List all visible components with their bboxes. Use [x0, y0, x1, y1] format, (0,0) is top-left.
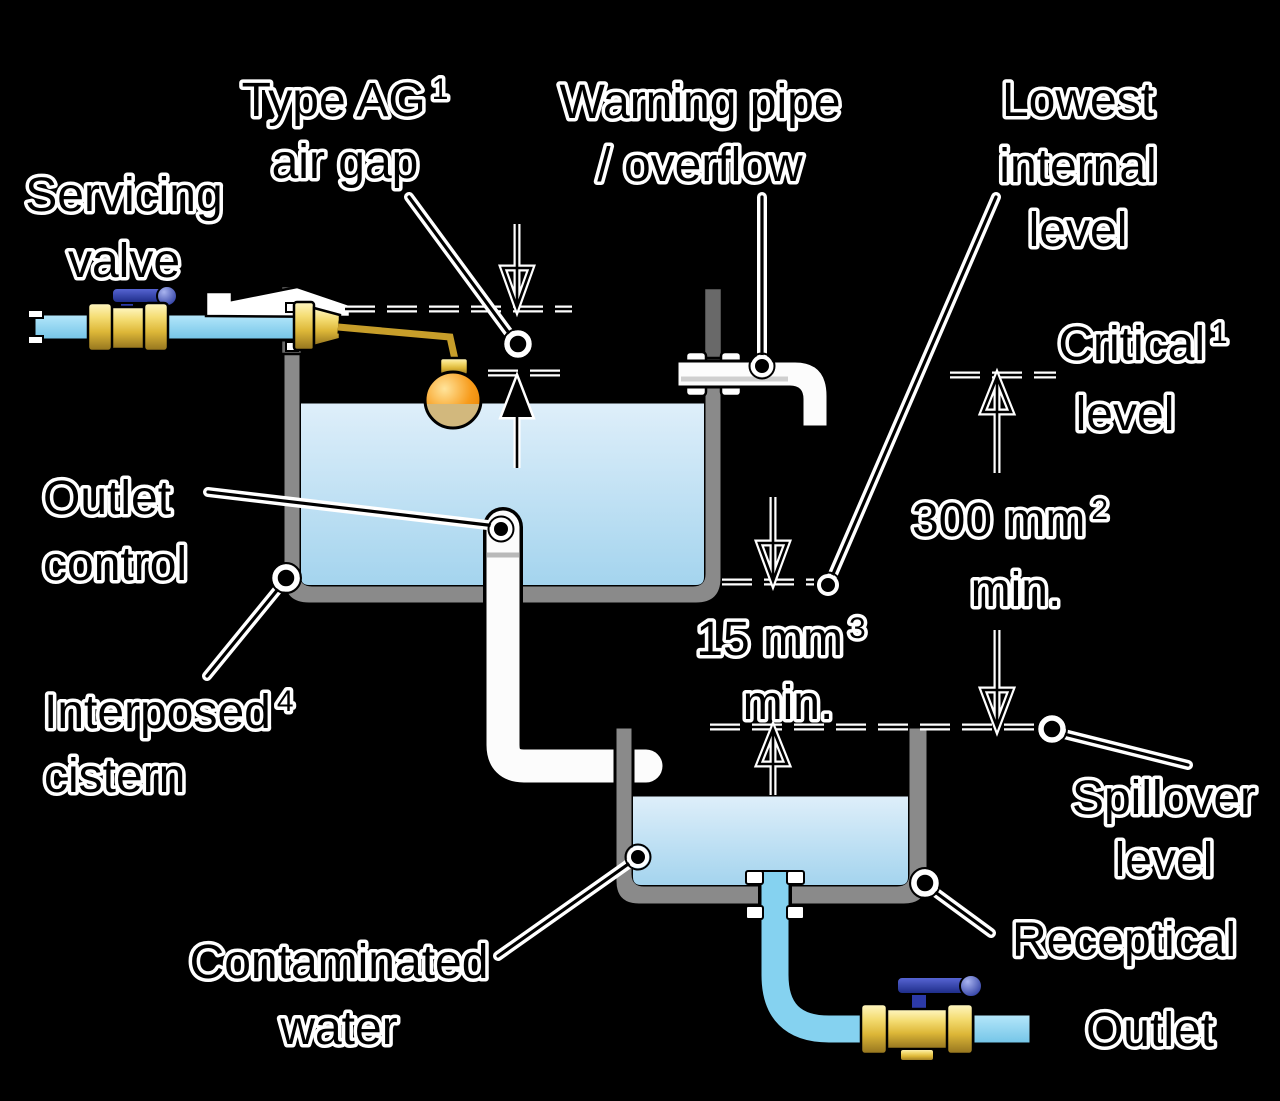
- dim-300mm-min-label: min.: [971, 564, 1062, 617]
- outlet-control-label-line1: Outlet: [43, 472, 171, 525]
- contaminated-water-label-line2: water: [279, 1002, 397, 1055]
- outlet-label: Outlet: [1086, 1004, 1214, 1057]
- dim-15-down-arrow: [753, 497, 793, 592]
- outlet-pipe-continuation: [971, 1012, 1033, 1046]
- contaminated-water-leader: [493, 843, 652, 961]
- standpipe: [486, 510, 663, 783]
- outlet-valve-handle-knob: [959, 974, 983, 998]
- interposed-cistern-leader: [202, 562, 302, 681]
- open-circle-marker: [504, 330, 532, 358]
- dim-300-down-arrow: [977, 630, 1017, 737]
- leader-lines: [202, 192, 1193, 961]
- lowest-internal-label-line1: Lowest: [1002, 74, 1154, 127]
- receptacle-tank: [613, 725, 930, 907]
- dimension-marks: [345, 224, 1056, 795]
- dot-marker: [490, 518, 512, 540]
- dim-15-up-arrow: [753, 719, 793, 795]
- air-gap-down-arrow: [498, 224, 536, 318]
- servicing-valve-label-line2: valve: [68, 235, 180, 288]
- spillover-level-label-line2: level: [1115, 834, 1214, 887]
- bulkhead-flange: [292, 300, 316, 352]
- warning-pipe-label-line1: Warning pipe: [559, 76, 840, 129]
- outlet-valve-handle-stem: [910, 993, 928, 1011]
- tank-connector-flange: [745, 905, 764, 920]
- tank-connector-flange: [786, 905, 805, 920]
- lowest-internal-label-line3: level: [1029, 204, 1128, 257]
- warning-pipe-assembly: [675, 350, 830, 429]
- outlet-valve-end-cap: [945, 1002, 975, 1056]
- open-circle-marker: [1038, 715, 1066, 743]
- outlet-valve-body: [883, 1007, 951, 1051]
- air-gap-leader: [404, 192, 534, 360]
- open-circle-marker: [272, 564, 300, 592]
- tank-connector-flange: [786, 870, 805, 885]
- lowest-internal-level-leader: [814, 192, 1001, 599]
- float-valve-body: [312, 306, 342, 348]
- pipe-union-nut: [27, 309, 44, 319]
- upper-tank-water: [301, 402, 704, 585]
- valve-end-cap: [86, 301, 114, 353]
- dot-marker: [817, 574, 839, 596]
- dot-marker: [627, 846, 649, 868]
- valve-end-cap: [142, 301, 170, 353]
- float-ball-submerged: [426, 404, 480, 427]
- air-gap-up-arrow: [498, 371, 536, 468]
- spillover-level-label-line1: Spillover: [1072, 772, 1256, 825]
- interposed-cistern-label-line2: cistern: [44, 750, 185, 803]
- outlet-control-leader: [203, 487, 515, 543]
- servicing-valve-label-line1: Servicing: [25, 169, 222, 222]
- dot-marker: [751, 355, 773, 377]
- outlet-valve-end-cap: [859, 1002, 889, 1056]
- contaminated-water-label-line1: Contaminated: [190, 936, 489, 989]
- lowest-internal-label-line2: internal: [999, 140, 1156, 193]
- pipe-union-nut: [27, 335, 44, 345]
- outlet-control-label-line2: control: [43, 538, 187, 591]
- interposed-cistern-tank: [279, 284, 724, 606]
- outlet-valve-drain-nut: [899, 1048, 935, 1062]
- receptacle-label: Receptical: [1012, 914, 1236, 967]
- lower-tank-water: [633, 795, 908, 885]
- outlet-pipe: [761, 872, 868, 1043]
- receptacle-outlet-assembly: [745, 870, 1033, 1062]
- open-circle-marker: [911, 869, 939, 897]
- warning-wall-bracket: [702, 286, 724, 360]
- servicing-valve-assembly: [27, 285, 483, 430]
- critical-level-label-line2: level: [1076, 388, 1175, 441]
- receptacle-leader: [909, 867, 996, 938]
- float-arm: [337, 323, 460, 365]
- dim-15mm-min-label: min.: [743, 677, 834, 730]
- tank-connector-flange: [745, 870, 764, 885]
- outlet-standpipe: [483, 507, 669, 789]
- critical-level-up-arrow: [977, 367, 1017, 473]
- float-ball-outline: [423, 370, 483, 430]
- warning-pipe-label-line2: / overflow: [597, 139, 803, 192]
- type-ag-label-line2: air gap: [272, 136, 419, 189]
- spillover-level-leader: [1036, 713, 1193, 770]
- warning-pipe-leader: [748, 192, 776, 380]
